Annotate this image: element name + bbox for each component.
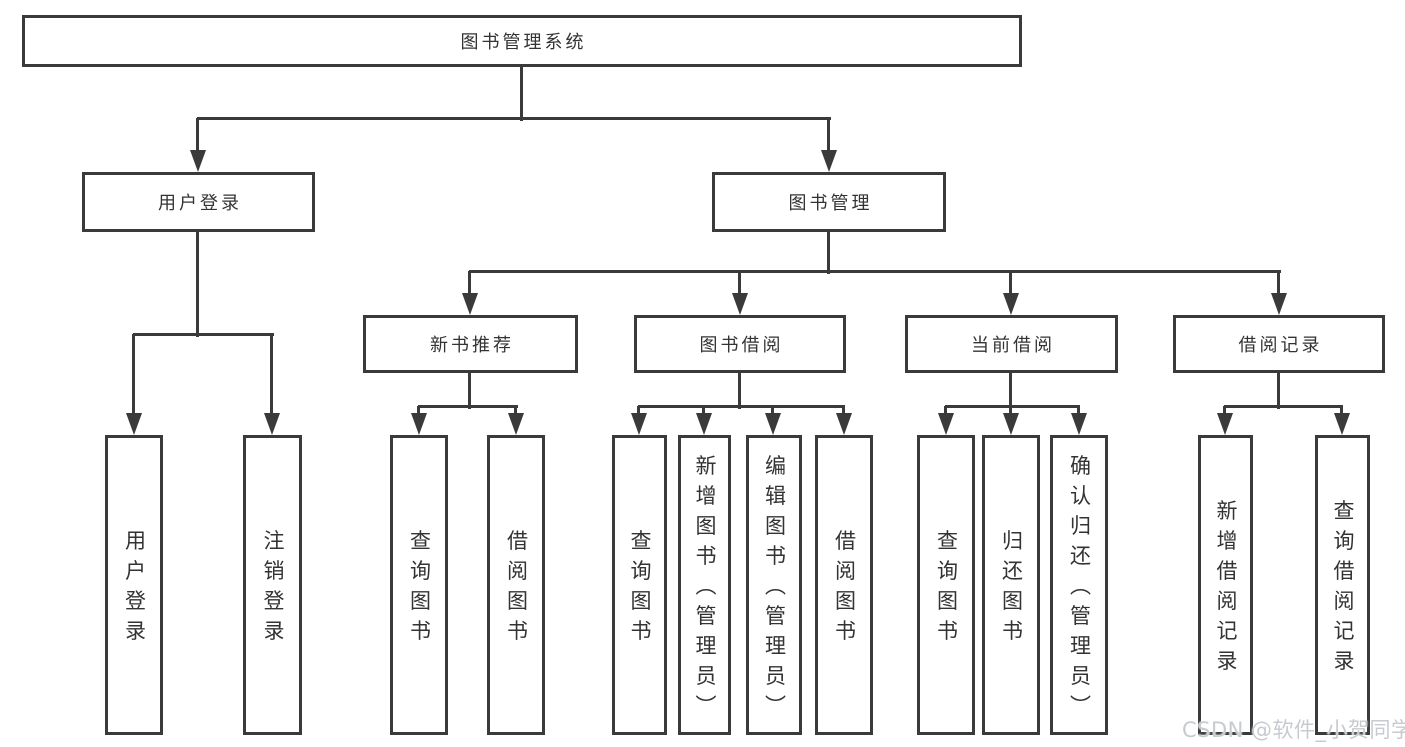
- connector-vertical-line: [1009, 373, 1012, 409]
- node-label: 查询借阅记录: [1331, 499, 1355, 680]
- node-label: 新增图书（管理员）: [693, 454, 717, 725]
- node-book-management: 图书管理: [712, 172, 946, 232]
- connector-vertical-line: [1009, 271, 1012, 296]
- node-label: 图书管理: [788, 193, 873, 214]
- connector-vertical-line: [1277, 271, 1280, 296]
- arrowhead-down-icon: [938, 413, 954, 435]
- node-label: 图书管理系统: [460, 32, 587, 53]
- leaf-recommend-query-books: 查询图书: [390, 435, 448, 735]
- connector-vertical-line: [417, 406, 420, 416]
- leaf-current-return-books: 归还图书: [982, 435, 1040, 735]
- leaf-current-confirm-return-admin: 确认归还（管理员）: [1050, 435, 1108, 735]
- connector-horizontal-line: [418, 405, 518, 408]
- node-label: 注销登录: [261, 529, 285, 650]
- connector-vertical-line: [468, 373, 471, 409]
- node-label: 图书借阅: [699, 335, 784, 356]
- connector-vertical-line: [196, 118, 199, 153]
- connector-vertical-line: [738, 271, 741, 296]
- leaf-borrowing-query-books: 查询图书: [612, 435, 667, 735]
- node-library-management-system: 图书管理系统: [22, 15, 1022, 67]
- arrowhead-down-icon: [1003, 293, 1019, 315]
- node-label: 借阅图书: [504, 529, 529, 650]
- node-new-book-recommendation: 新书推荐: [363, 315, 578, 373]
- connector-horizontal-line: [638, 405, 845, 408]
- node-label: 新增借阅记录: [1214, 499, 1238, 680]
- arrowhead-down-icon: [126, 413, 142, 435]
- leaf-recommend-borrow-books: 借阅图书: [487, 435, 545, 735]
- arrowhead-down-icon: [696, 413, 712, 435]
- node-label: 确认归还（管理员）: [1067, 454, 1092, 725]
- arrowhead-down-icon: [1071, 413, 1087, 435]
- arrowhead-down-icon: [508, 413, 524, 435]
- connector-vertical-line: [702, 406, 705, 416]
- node-label: 查询图书: [407, 529, 432, 650]
- node-label: 新书推荐: [430, 335, 514, 356]
- arrowhead-down-icon: [836, 413, 852, 435]
- arrowhead-down-icon: [264, 413, 280, 435]
- arrowhead-down-icon: [1217, 413, 1233, 435]
- node-label: 当前借阅: [971, 335, 1055, 356]
- arrowhead-down-icon: [1334, 413, 1350, 435]
- connector-vertical-line: [270, 334, 273, 415]
- leaf-borrowing-edit-books-admin: 编辑图书（管理员）: [746, 435, 802, 735]
- arrowhead-down-icon: [411, 413, 427, 435]
- connector-horizontal-line: [133, 333, 274, 336]
- connector-horizontal-line: [1224, 405, 1343, 408]
- node-borrowing-records: 借阅记录: [1173, 315, 1385, 373]
- connector-vertical-line: [842, 406, 845, 416]
- connector-vertical-line: [637, 406, 640, 416]
- node-label: 编辑图书（管理员）: [762, 454, 787, 725]
- leaf-current-query-books: 查询图书: [917, 435, 975, 735]
- node-label: 借阅记录: [1238, 335, 1323, 356]
- arrowhead-down-icon: [631, 413, 647, 435]
- connector-vertical-line: [1340, 406, 1343, 416]
- node-label: 查询图书: [934, 529, 959, 650]
- leaf-borrowing-add-books-admin: 新增图书（管理员）: [678, 435, 731, 735]
- node-book-borrowing: 图书借阅: [634, 315, 846, 373]
- connector-vertical-line: [196, 232, 199, 337]
- leaf-borrowing-borrow-books: 借阅图书: [815, 435, 873, 735]
- connector-vertical-line: [514, 406, 517, 416]
- node-label: 归还图书: [999, 529, 1024, 650]
- connector-horizontal-line: [945, 405, 1080, 408]
- arrowhead-down-icon: [765, 413, 781, 435]
- connector-horizontal-line: [469, 270, 1281, 273]
- connector-vertical-line: [944, 406, 947, 416]
- connector-vertical-line: [827, 118, 830, 153]
- arrowhead-down-icon: [190, 150, 206, 172]
- arrowhead-down-icon: [1003, 413, 1019, 435]
- node-label: 用户登录: [158, 193, 242, 214]
- arrowhead-down-icon: [732, 293, 748, 315]
- csdn-watermark: CSDN @软件_小贺同学: [1182, 718, 1405, 742]
- arrowhead-down-icon: [462, 293, 478, 315]
- arrowhead-down-icon: [821, 150, 837, 172]
- node-label: 查询图书: [628, 529, 652, 650]
- connector-vertical-line: [520, 67, 523, 121]
- connector-vertical-line: [771, 406, 774, 416]
- leaf-records-query-borrow-record: 查询借阅记录: [1315, 435, 1370, 735]
- node-user-login: 用户登录: [82, 172, 315, 232]
- connector-vertical-line: [132, 334, 135, 415]
- leaf-logout: 注销登录: [243, 435, 302, 735]
- connector-horizontal-line: [197, 117, 831, 120]
- connector-vertical-line: [1223, 406, 1226, 416]
- connector-vertical-line: [1277, 373, 1280, 409]
- node-label: 借阅图书: [832, 529, 857, 650]
- leaf-user-login: 用户登录: [105, 435, 163, 735]
- connector-vertical-line: [738, 373, 741, 409]
- connector-vertical-line: [827, 232, 830, 274]
- connector-vertical-line: [1009, 406, 1012, 416]
- node-current-borrowing: 当前借阅: [905, 315, 1118, 373]
- arrowhead-down-icon: [1271, 293, 1287, 315]
- node-label: 用户登录: [122, 529, 147, 650]
- connector-vertical-line: [468, 271, 471, 296]
- leaf-records-add-borrow-record: 新增借阅记录: [1198, 435, 1253, 735]
- connector-vertical-line: [1077, 406, 1080, 416]
